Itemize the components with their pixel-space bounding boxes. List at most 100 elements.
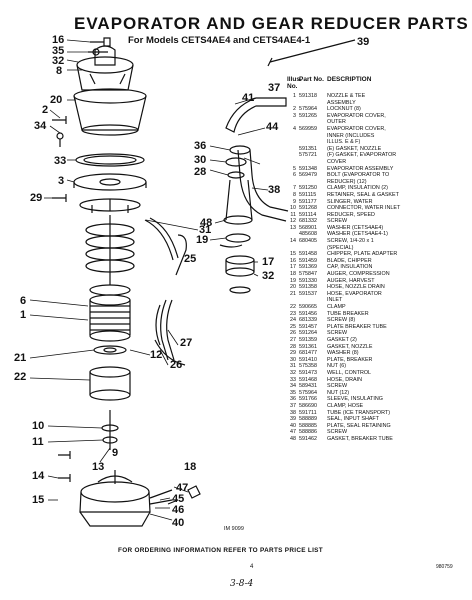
callout-30: 30: [194, 154, 207, 166]
callout-38: 38: [268, 184, 281, 196]
part-no-cell: 591456: [299, 310, 317, 317]
callout-37: 37: [268, 82, 281, 94]
illus-no-cell: 29: [290, 350, 296, 357]
description-cell: SCREW: [327, 218, 348, 225]
description-cell: PLATE, SEAL RETAINING: [327, 422, 391, 429]
description-cell: SCREW (8): [327, 317, 356, 324]
illus-no-cell: 20: [290, 284, 296, 291]
illus-no-cell: [287, 146, 299, 153]
callout-6: 6: [20, 295, 27, 307]
callout-25: 25: [184, 253, 197, 265]
part-no-cell: 591351: [299, 145, 317, 152]
part-no-cell: [299, 133, 327, 140]
callout-36: 36: [194, 140, 207, 152]
description-cell: (SPECIAL): [327, 244, 354, 251]
description-cell: (F) GASKET, EVAPORATOR: [327, 152, 397, 159]
callout-9: 9: [112, 447, 119, 459]
parts-table-header: Illus. No. Part No. DESCRIPTION: [287, 76, 467, 90]
illus-no-cell: [287, 139, 299, 146]
document-code: 980759: [436, 564, 453, 570]
callout-48: 48: [200, 217, 213, 229]
callout-27: 27: [180, 337, 193, 349]
illus-no-cell: [287, 119, 299, 126]
illus-no-cell: 39: [290, 416, 296, 423]
description-cell: NOZZLE & TEE: [327, 93, 366, 99]
callout-3: 3: [58, 175, 65, 187]
description-cell: GASKET (2): [327, 336, 357, 343]
part-no-cell: [299, 245, 327, 252]
description-cell: WASHER (8): [327, 350, 359, 357]
illus-no-cell: 36: [290, 396, 296, 403]
part-no-cell: 575721: [299, 152, 317, 159]
part-no-cell: [299, 119, 327, 126]
illus-no-cell: 34: [290, 383, 296, 390]
part-no-cell: [299, 179, 327, 186]
callout-46: 46: [172, 504, 185, 516]
part-no-cell: 591250: [299, 185, 317, 192]
part-no-cell: [299, 100, 327, 107]
illus-no-cell: 9: [293, 198, 296, 205]
illus-no-cell: 5: [293, 165, 296, 172]
callout-40: 40: [172, 517, 185, 529]
illus-no-cell: 3: [293, 112, 296, 119]
description-cell: WELL, CONTROL: [327, 369, 372, 376]
illus-no-cell: [287, 152, 299, 159]
part-no-cell: 680405: [299, 238, 317, 245]
illus-no-cell: 15: [290, 251, 296, 258]
description-cell: AUGER, COMPRESSION: [327, 271, 390, 278]
description-cell: EVAPORATOR COVER,: [327, 112, 386, 119]
description-cell: INLET: [327, 297, 343, 304]
callout-32: 32: [52, 55, 65, 67]
description-cell: REDUCER) (12): [327, 178, 367, 185]
part-no-cell: 568901: [299, 224, 317, 231]
callout-26: 26: [170, 359, 183, 371]
part-no-cell: 591457: [299, 323, 317, 330]
part-no-cell: 591318: [299, 93, 317, 99]
description-cell: GASKET, BREAKER TUBE: [327, 435, 393, 442]
illus-no-cell: [287, 159, 299, 166]
description-cell: EVAPORATOR ASSEMBLY: [327, 165, 394, 172]
part-no-cell: 681339: [299, 317, 317, 324]
callout-33: 33: [54, 155, 67, 167]
part-no-cell: 485608: [299, 231, 317, 238]
handwritten-note: 3-8-4: [230, 579, 254, 589]
part-no-cell: 591766: [299, 396, 317, 403]
illus-no-cell: 23: [290, 310, 296, 317]
description-cell: HOSE, DRAIN: [327, 376, 363, 383]
illus-no-cell: 35: [290, 389, 296, 396]
callout-35: 35: [52, 45, 65, 57]
callout-20: 20: [50, 94, 63, 106]
callout-19: 19: [196, 234, 209, 246]
table-row: 575721 (F) GASKET, EVAPORATOR: [287, 152, 467, 159]
illus-no-cell: 18: [290, 271, 296, 278]
illus-no-cell: 24: [290, 317, 296, 324]
illus-no-cell: [287, 100, 299, 107]
illus-no-cell: [287, 297, 299, 304]
description-cell: PLATE BREAKER TUBE: [327, 323, 387, 330]
callout-8: 8: [56, 65, 63, 77]
part-no-cell: 591458: [299, 251, 317, 258]
illus-no-cell: 1: [293, 93, 296, 99]
table-row: ILLUS. E & F): [287, 139, 467, 146]
part-no-cell: 575847: [299, 271, 317, 278]
description-cell: TUBE (ICE TRANSPORT): [327, 409, 390, 416]
description-cell: BLADE, CHIPPER: [327, 257, 372, 264]
callout-17: 17: [262, 256, 275, 268]
description-cell: CHIPPER, PLATE ADAPTER: [327, 251, 398, 258]
callout-10: 10: [32, 420, 45, 432]
illus-no-cell: 37: [290, 402, 296, 409]
part-no-cell: 586690: [299, 402, 317, 409]
